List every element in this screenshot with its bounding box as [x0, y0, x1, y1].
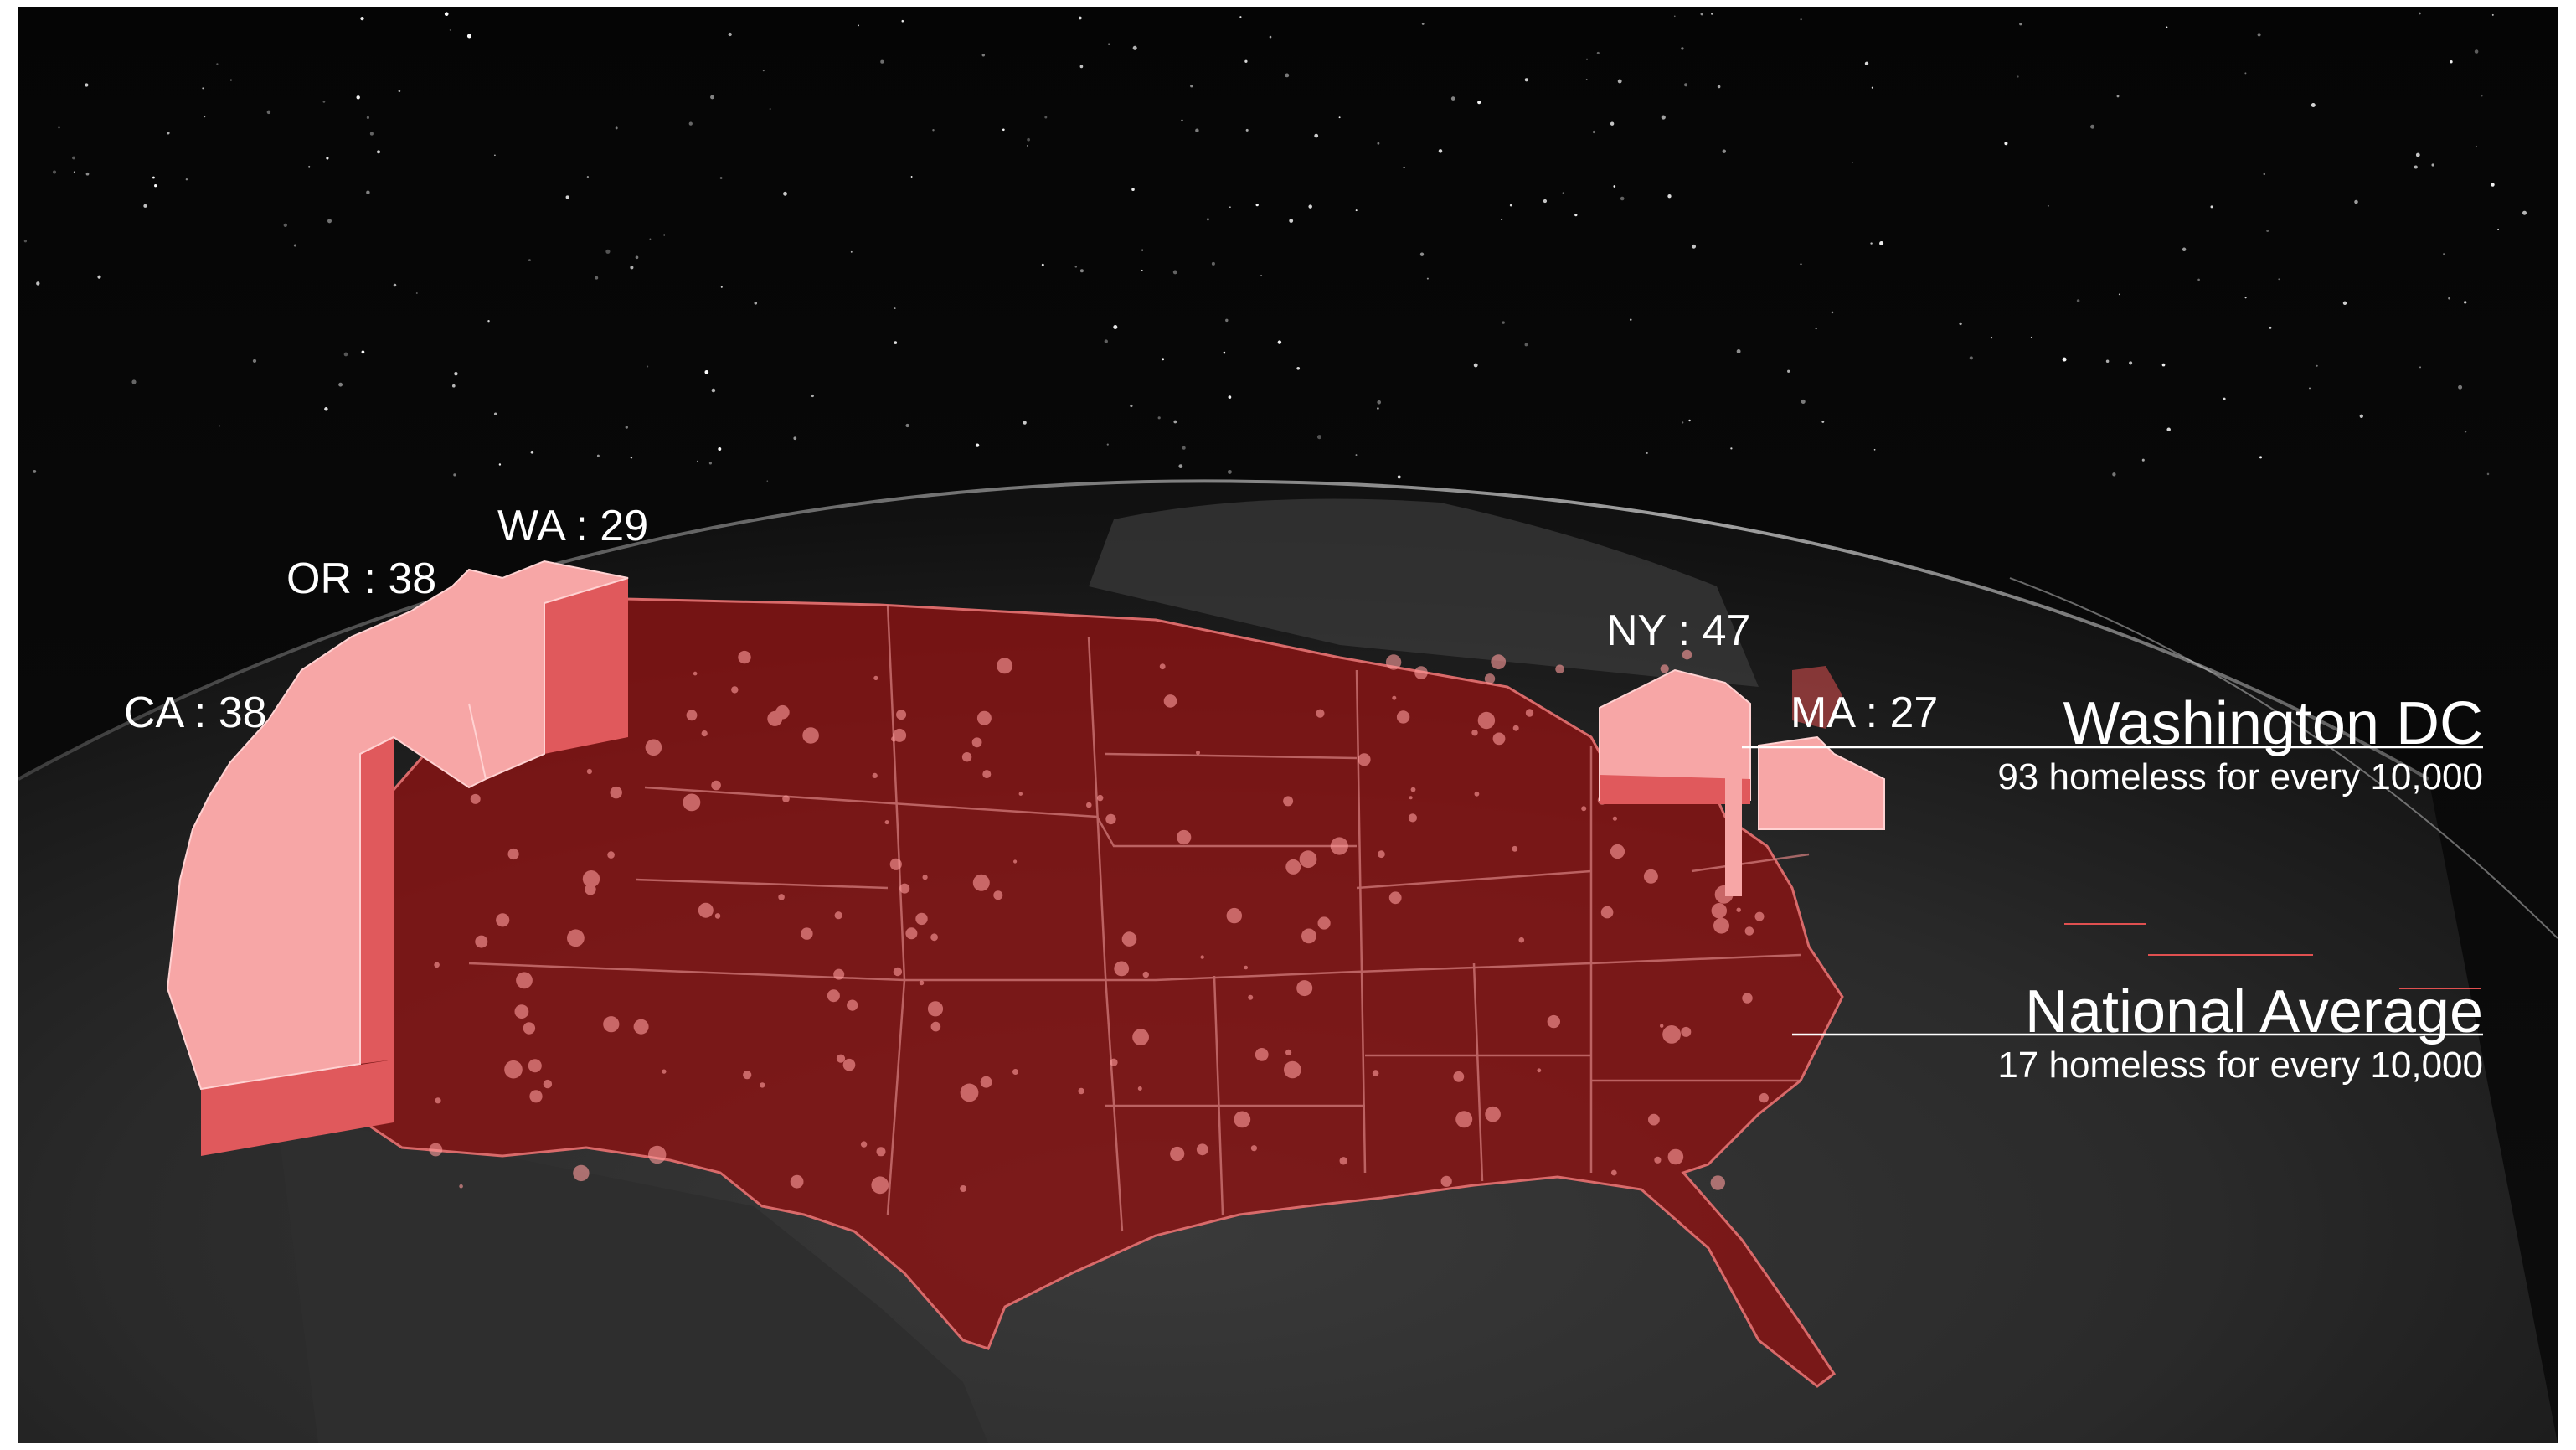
avg-title: National Average — [2025, 978, 2483, 1045]
label-ma: MA : 27 — [1790, 689, 1938, 737]
label-ny: NY : 47 — [1606, 606, 1750, 655]
avg-subtitle: 17 homeless for every 10,000 — [1997, 1045, 2483, 1086]
star-field-icon — [23, 12, 2527, 482]
label-wa: WA : 29 — [497, 502, 648, 550]
us-choropleth — [350, 597, 1844, 1388]
ny-column — [1599, 668, 1751, 896]
west-coast-column — [166, 560, 629, 1156]
dc-subtitle: 93 homeless for every 10,000 — [1997, 756, 2483, 797]
ma-column — [1758, 666, 1885, 830]
dc-title: Washington DC — [2063, 690, 2483, 757]
label-or: OR : 38 — [286, 555, 436, 603]
label-ca: CA : 38 — [124, 689, 267, 737]
